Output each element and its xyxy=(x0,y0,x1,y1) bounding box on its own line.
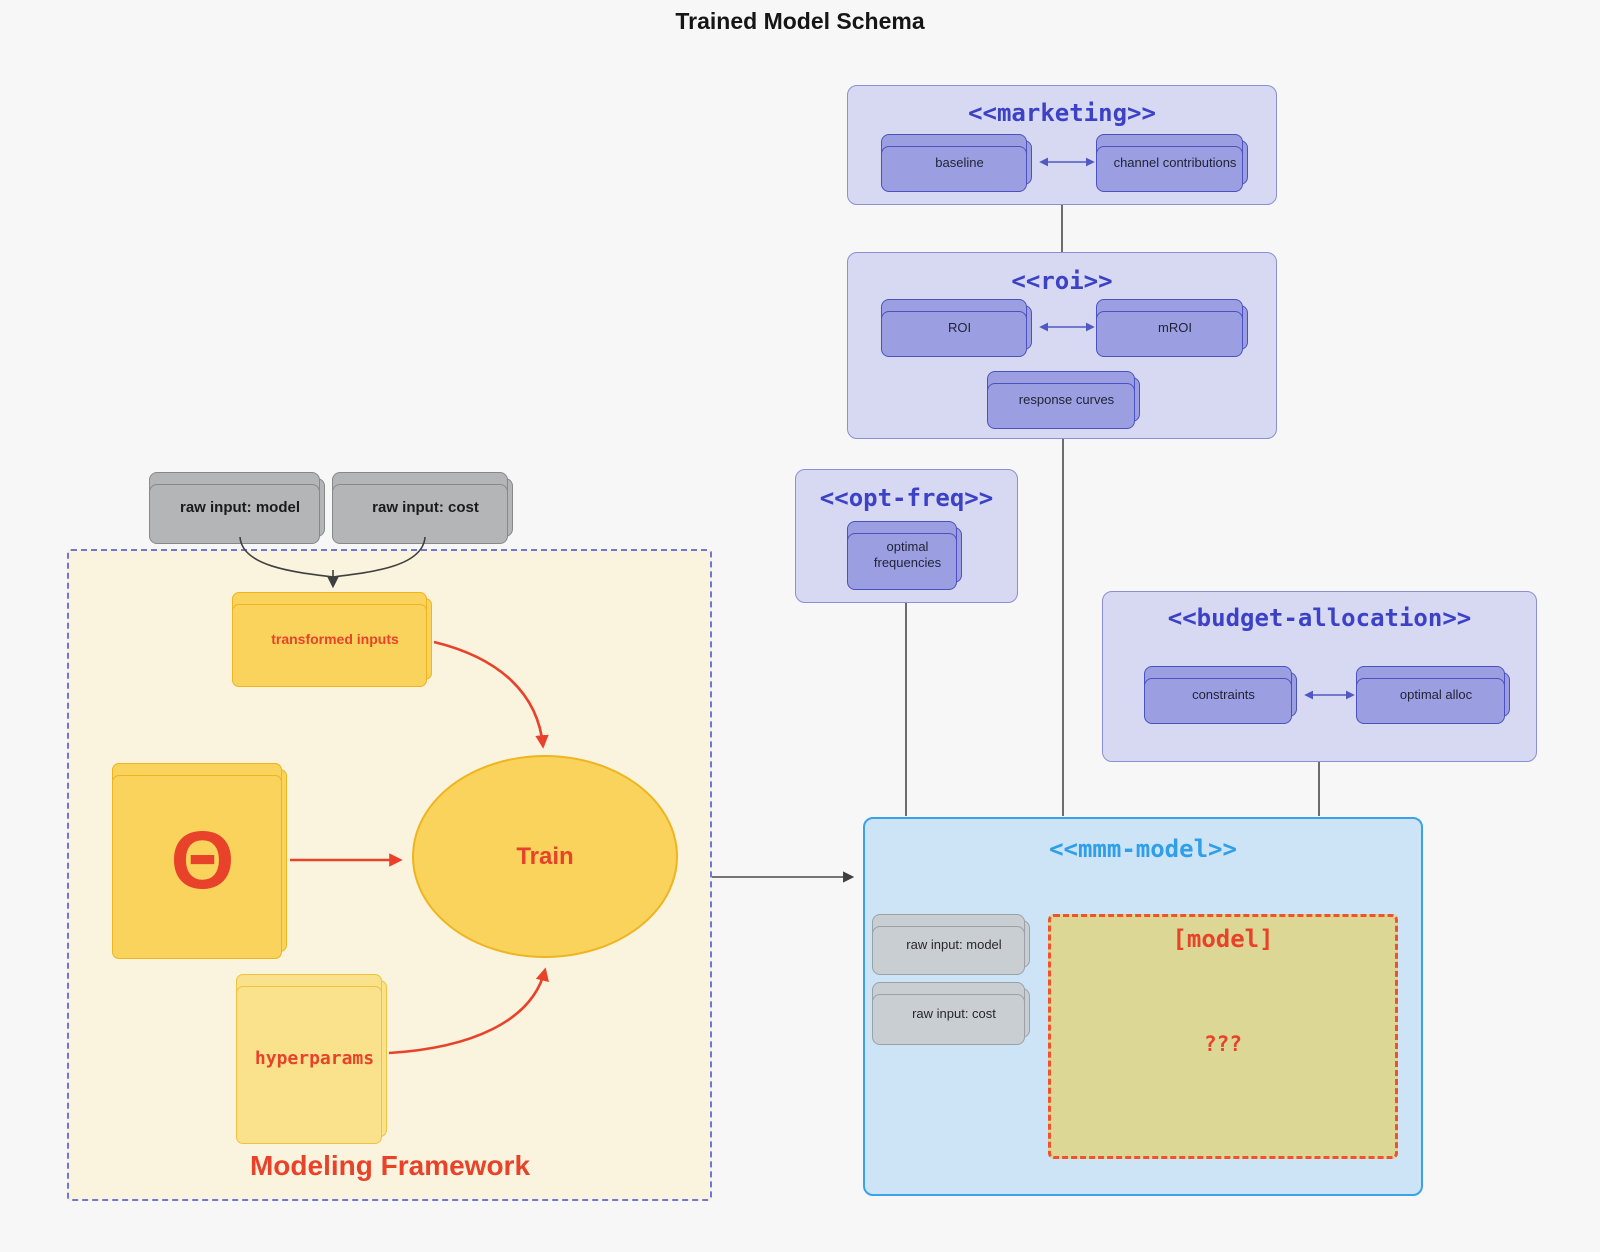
node-channel-contributions: channel contributions xyxy=(1102,140,1248,185)
node-channel-contributions-label: channel contributions xyxy=(1113,155,1237,170)
opt-freq-group-title: <<opt-freq>> xyxy=(819,484,994,512)
node-optimal-frequencies-label: optimal frequencies xyxy=(873,538,942,570)
roi-group-title: <<roi>> xyxy=(1011,267,1113,295)
node-constraints: constraints xyxy=(1150,672,1297,717)
node-raw-input-model-label: raw input: model xyxy=(180,499,300,516)
node-optimal-frequencies: optimal frequencies xyxy=(853,527,962,583)
node-optimal-alloc: optimal alloc xyxy=(1362,672,1510,717)
model-placeholder-unknown: ??? xyxy=(1204,1032,1242,1056)
node-roi-label: ROI xyxy=(947,320,972,335)
node-theta: Θ xyxy=(118,769,287,952)
node-mmm-raw-input-cost-label: raw input: cost xyxy=(912,1005,996,1021)
diagram-title: Trained Model Schema xyxy=(675,8,925,34)
node-train-label: Train xyxy=(516,842,574,870)
node-theta-label: Θ xyxy=(170,814,235,906)
modeling-framework-label: Modeling Framework xyxy=(249,1150,531,1181)
model-placeholder-box: [model] ??? xyxy=(1048,914,1398,1159)
node-mmm-raw-input-model-label: raw input: model xyxy=(906,936,1002,952)
node-optimal-alloc-label: optimal alloc xyxy=(1399,687,1473,702)
node-baseline-label: baseline xyxy=(935,155,984,170)
node-roi: ROI xyxy=(887,305,1032,350)
node-raw-input-cost: raw input: cost xyxy=(338,478,513,537)
marketing-group-title: <<marketing>> xyxy=(968,99,1156,127)
node-constraints-label: constraints xyxy=(1192,687,1255,702)
node-hyperparams-label: hyperparams xyxy=(254,1048,375,1069)
node-train: Train xyxy=(412,755,678,958)
node-mmm-raw-input-model: raw input: model xyxy=(878,920,1030,968)
model-placeholder-label: [model] xyxy=(1172,925,1274,953)
node-raw-input-model: raw input: model xyxy=(155,478,325,537)
node-raw-input-cost-label: raw input: cost xyxy=(372,499,479,516)
node-baseline: baseline xyxy=(887,140,1032,185)
node-response-curves: response curves xyxy=(993,377,1140,422)
node-transformed-inputs: transformed inputs xyxy=(238,598,432,680)
budget-allocation-group-title: <<budget-allocation>> xyxy=(1167,604,1472,632)
node-mmm-raw-input-cost: raw input: cost xyxy=(878,988,1030,1038)
node-response-curves-label: response curves xyxy=(1018,392,1115,407)
node-mroi-label: mROI xyxy=(1158,320,1192,335)
mmm-model-group-title: <<mmm-model>> xyxy=(1049,835,1237,863)
node-hyperparams: hyperparams xyxy=(242,980,387,1137)
node-transformed-inputs-label: transformed inputs xyxy=(271,631,399,647)
node-mroi: mROI xyxy=(1102,305,1248,350)
